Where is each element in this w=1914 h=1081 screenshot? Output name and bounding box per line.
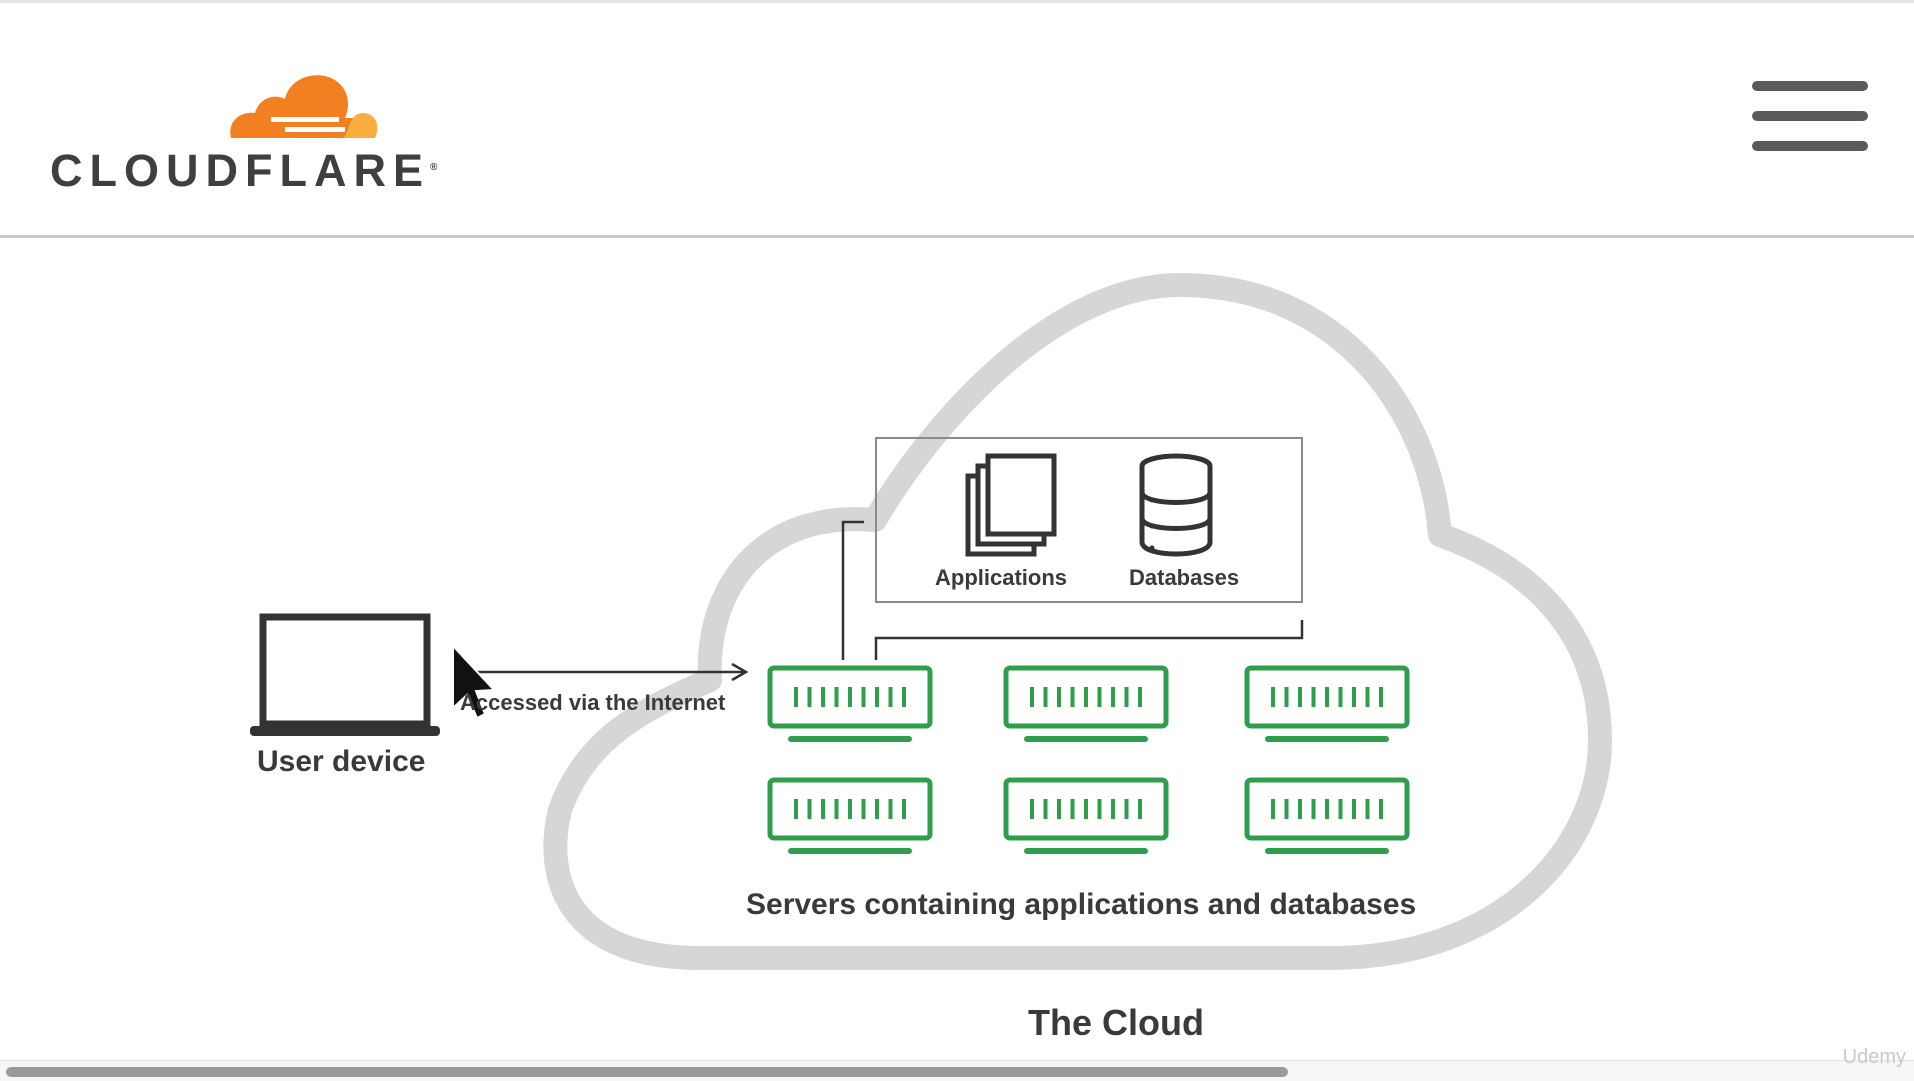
server-icon xyxy=(1244,665,1410,742)
server-icon xyxy=(1003,665,1169,742)
box-left-connector xyxy=(841,520,864,660)
scrollbar-thumb[interactable] xyxy=(6,1067,1288,1077)
menu-bar-bottom xyxy=(1752,141,1868,151)
app-db-box xyxy=(875,437,1303,603)
arrow-icon xyxy=(472,662,749,682)
applications-icon xyxy=(965,453,1057,557)
cloud-diagram: User device Accessed via the Internet Ap… xyxy=(0,240,1914,1060)
cloud-label: The Cloud xyxy=(1028,1002,1204,1043)
server-icon xyxy=(767,777,933,854)
box-bottom-connector xyxy=(874,620,1304,660)
servers-label: Servers containing applications and data… xyxy=(746,888,1417,921)
mouse-cursor-icon xyxy=(452,643,497,720)
arrow-label: Accessed via the Internet xyxy=(460,690,726,715)
server-grid xyxy=(767,665,1410,854)
registered-mark: ® xyxy=(429,162,438,173)
database-icon xyxy=(1139,453,1213,557)
databases-label: Databases xyxy=(1129,565,1240,590)
server-icon xyxy=(1003,777,1169,854)
horizontal-scrollbar[interactable] xyxy=(0,1060,1914,1081)
user-device-label: User device xyxy=(257,745,426,778)
server-icon xyxy=(767,665,933,742)
brand-wordmark: CLOUDFLARE® xyxy=(50,145,438,196)
udemy-watermark: Udemy xyxy=(1842,1046,1906,1068)
applications-label: Applications xyxy=(935,565,1068,590)
server-icon xyxy=(1244,777,1410,854)
cloudflare-cloud-icon xyxy=(230,75,378,138)
cloud-outline xyxy=(543,273,1612,970)
diagram-graphics xyxy=(250,273,1612,970)
hamburger-menu-icon[interactable] xyxy=(1752,81,1868,157)
menu-bar-top xyxy=(1752,81,1868,91)
laptop-icon xyxy=(250,613,440,736)
cloudflare-logo[interactable]: CLOUDFLARE® xyxy=(50,63,437,196)
site-header: CLOUDFLARE® xyxy=(0,0,1914,238)
menu-bar-middle xyxy=(1752,111,1868,121)
